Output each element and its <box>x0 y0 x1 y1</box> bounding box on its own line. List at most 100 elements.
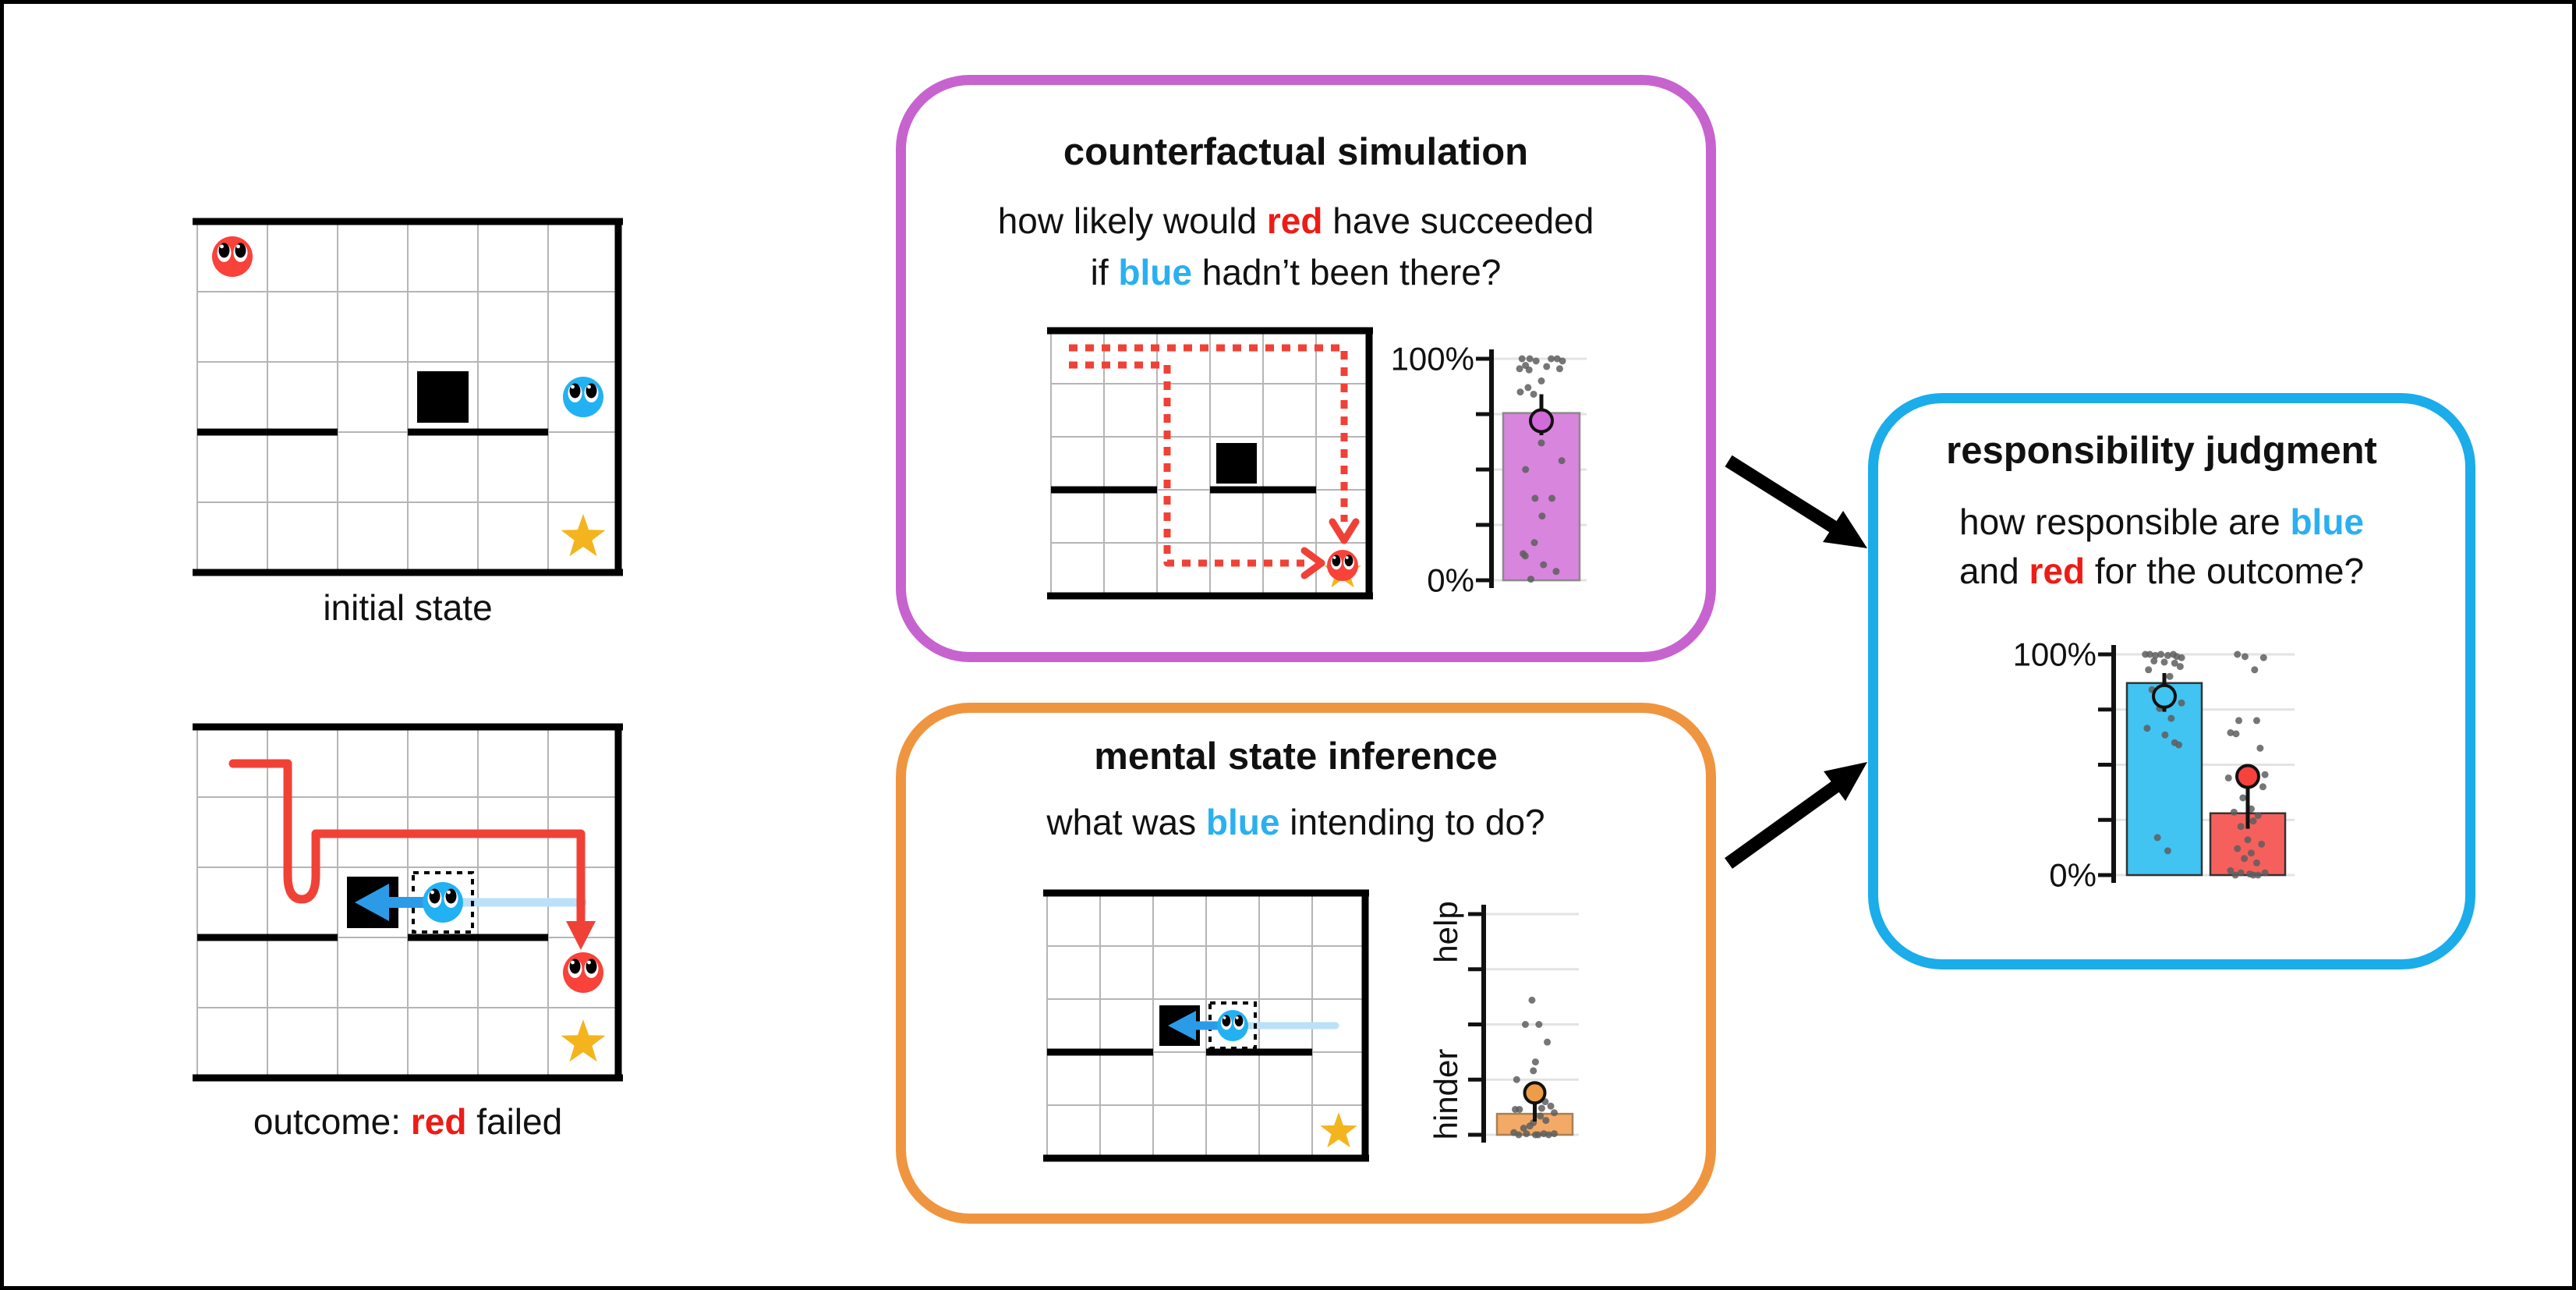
data-point <box>1540 561 1548 569</box>
data-point <box>1543 363 1551 370</box>
data-point <box>2160 658 2168 666</box>
data-point <box>2235 717 2243 725</box>
data-point <box>2259 654 2267 661</box>
data-point <box>1559 357 1566 365</box>
data-point <box>1531 1058 1539 1066</box>
red-path <box>228 759 586 928</box>
data-point <box>1550 1109 1558 1117</box>
data-point <box>1530 390 1537 398</box>
data-point <box>1531 1131 1539 1139</box>
data-point <box>2249 817 2257 825</box>
data-point <box>1518 355 1526 363</box>
data-point <box>1548 494 1556 502</box>
counterfactual-question-line1: how likely would red have succeeded <box>896 197 1696 244</box>
blue-word: blue <box>1205 802 1280 842</box>
data-point <box>1530 1067 1537 1075</box>
obstacle-box <box>417 371 469 423</box>
data-point <box>1555 365 1563 373</box>
data-point <box>1521 552 1529 560</box>
counterfactual-bar-chart: 100%0% <box>1391 341 1587 599</box>
data-point <box>2164 651 2171 659</box>
text-segment: and <box>1959 551 2029 591</box>
data-point <box>2231 871 2239 879</box>
data-point <box>2224 774 2232 781</box>
data-point <box>2150 657 2158 664</box>
data-point <box>1526 1122 1534 1130</box>
data-point <box>1535 1021 1543 1028</box>
data-point <box>1520 1125 1527 1132</box>
data-point <box>2166 672 2174 680</box>
data-point <box>1530 539 1538 547</box>
flow-arrowhead <box>1824 762 1867 801</box>
data-point <box>2234 845 2242 852</box>
data-point <box>2153 834 2161 842</box>
axis-category-label: hinder <box>1428 1049 1464 1140</box>
outcome-grid <box>193 723 623 1082</box>
data-point <box>1516 1105 1523 1113</box>
data-point <box>2252 859 2260 866</box>
text-segment: how likely would <box>997 200 1267 241</box>
mental-state-question: what was blue intending to do? <box>896 799 1696 845</box>
data-point <box>2237 869 2245 877</box>
text-segment: failed <box>466 1101 563 1142</box>
data-point <box>1545 1131 1552 1139</box>
data-point <box>2241 653 2249 661</box>
data-point <box>1547 1102 1555 1110</box>
responsibility-bar-chart: 100%0% <box>2013 636 2295 894</box>
data-point <box>1522 466 1530 473</box>
goal-star-icon <box>561 514 606 557</box>
data-point <box>2258 840 2266 848</box>
red-chevron <box>1300 559 1325 579</box>
tick-label-top: 100% <box>2013 636 2097 673</box>
data-point <box>2256 744 2264 752</box>
flow-arrow-shaft <box>1725 455 1842 536</box>
text-segment: what was <box>1046 802 1206 842</box>
data-point <box>2252 717 2260 725</box>
data-point <box>1550 1130 1558 1138</box>
data-point <box>1537 1112 1545 1120</box>
bar <box>2125 682 2203 877</box>
blue-agent <box>563 377 603 417</box>
responsibility-title: responsibility judgment <box>1946 430 2377 472</box>
data-point <box>1532 357 1540 365</box>
red-word: red <box>410 1101 467 1142</box>
data-point <box>2161 731 2169 739</box>
responsibility-question-line1: how responsible are blue <box>1868 498 2455 545</box>
data-point <box>1531 494 1539 502</box>
data-point <box>2244 836 2252 844</box>
data-point <box>1523 1130 1530 1138</box>
flow-arrow-shaft <box>1725 778 1843 869</box>
mean-marker <box>1529 408 1554 434</box>
data-point <box>2237 823 2245 831</box>
data-point <box>2232 730 2240 738</box>
tick-label-top: 100% <box>1391 341 1474 377</box>
mean-marker <box>2235 764 2260 789</box>
outcome-caption: outcome: red failed <box>193 1099 623 1144</box>
data-point <box>1513 1076 1520 1083</box>
obstacle-box <box>1216 443 1257 484</box>
data-point <box>2251 666 2259 674</box>
text-segment: how responsible are <box>1959 501 2291 542</box>
goal-star-icon <box>561 1019 606 1062</box>
red-path <box>1069 361 1304 567</box>
red-agent <box>1327 550 1358 581</box>
data-point <box>2254 871 2262 879</box>
red-word: red <box>1266 200 1323 241</box>
data-point <box>1552 568 1560 576</box>
red-word: red <box>2029 551 2086 591</box>
data-point <box>1537 439 1545 447</box>
data-point <box>2167 714 2175 722</box>
data-point <box>2178 699 2185 707</box>
text-segment: intending to do? <box>1279 802 1545 842</box>
data-point <box>1544 1038 1552 1046</box>
data-point <box>2241 855 2249 863</box>
data-point <box>1548 355 1555 363</box>
data-point <box>1542 1117 1550 1125</box>
mental-state-title: mental state inference <box>1094 735 1498 778</box>
counterfactual-simulation-box <box>896 75 1716 662</box>
data-point <box>2175 741 2183 749</box>
data-point <box>1510 1129 1518 1136</box>
data-point <box>1527 576 1534 583</box>
